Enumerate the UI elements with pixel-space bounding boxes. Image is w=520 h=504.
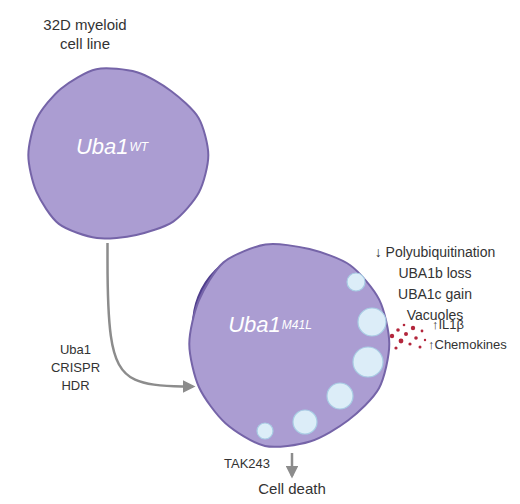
- cell-body: Uba1WT32D myeloid cell line: [22, 65, 212, 245]
- cytokine-dot: [411, 326, 415, 330]
- cytokine-dot: [408, 342, 411, 345]
- cytokine-dot: [419, 346, 422, 349]
- cytokine-dot: [390, 334, 394, 338]
- cytokine-dot: [394, 346, 397, 349]
- allele-superscript: WT: [129, 140, 148, 154]
- edge-label: Uba1 CRISPR HDR: [48, 341, 104, 395]
- cytokine-dot: [421, 330, 424, 333]
- secreted-dots: [390, 324, 426, 350]
- vacuole: [347, 273, 365, 291]
- connector-group: [108, 243, 194, 386]
- phenotype-text: UBA1b loss: [353, 263, 517, 284]
- cytokine-dot: [396, 328, 400, 332]
- cytokine-dot: [399, 339, 404, 344]
- allele-superscript: M41L: [282, 318, 312, 332]
- cytokine-dot: [403, 324, 406, 327]
- cell-body: Uba1M41L↓ PolyubiquitinationUBA1b lossUB…: [183, 238, 393, 450]
- cell-line-title: 32D myeloid cell line: [30, 15, 140, 53]
- phenotype-list: ↓ PolyubiquitinationUBA1b lossUBA1c gain…: [353, 242, 517, 326]
- gene-name: Uba1: [228, 312, 281, 338]
- cell-nucleus: Uba1WT: [44, 79, 180, 215]
- treatment-arrow: [291, 453, 294, 476]
- cytokine-label: ↑IL1β: [432, 317, 464, 332]
- drug-label: TAK243: [224, 456, 270, 471]
- cytokine-dot: [414, 336, 418, 340]
- vacuole: [353, 347, 383, 377]
- cell-membrane: [189, 244, 389, 447]
- cytokine-dot: [424, 339, 426, 341]
- cell-membrane: [28, 68, 208, 238]
- vacuoles: [257, 273, 386, 439]
- genotype-label: Uba1WT: [44, 79, 180, 215]
- vacuole: [293, 410, 317, 434]
- vacuole: [327, 383, 353, 409]
- outcome-label: Cell death: [240, 480, 344, 497]
- process-arrow: [108, 243, 194, 386]
- cell-nucleus: Uba1M41L: [191, 246, 349, 404]
- cytokine-dot: [404, 332, 408, 336]
- vacuole: [257, 423, 273, 439]
- genotype-label: Uba1M41L: [191, 246, 349, 404]
- gene-name: Uba1: [76, 134, 129, 160]
- cytokine-label: ↑Chemokines: [428, 337, 507, 352]
- vacuole: [358, 308, 386, 336]
- cell-outline: [183, 238, 393, 450]
- phenotype-text: ↓ Polyubiquitination: [353, 242, 517, 263]
- phenotype-text: UBA1c gain: [353, 284, 517, 305]
